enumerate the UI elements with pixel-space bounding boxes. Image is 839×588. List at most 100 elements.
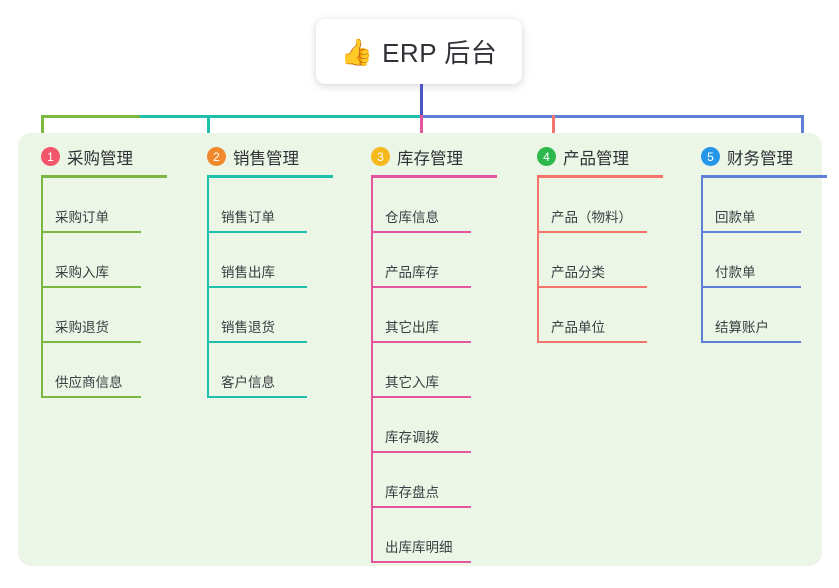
list-item-label: 其它出库 [385,320,439,335]
list-item-rule [701,286,801,288]
list-item-rule [371,341,471,343]
drop-inventory [420,115,423,146]
list-item-label: 出库库明细 [385,540,453,555]
list-item[interactable]: 采购订单 [22,178,190,233]
list-item[interactable]: 回款单 [682,178,822,233]
list-item[interactable]: 产品（物料） [518,178,690,233]
list-item[interactable]: 销售订单 [188,178,356,233]
list-item-rule [701,231,801,233]
list-item-rule [41,341,141,343]
column-header-3[interactable]: 3 库存管理 [352,143,524,170]
list-item-label: 产品分类 [551,265,605,280]
column-2: 2 销售管理销售订单销售出库销售退货客户信息 [188,143,356,398]
column-1: 1 采购管理采购订单采购入库采购退货供应商信息 [22,143,190,398]
list-item[interactable]: 销售出库 [188,233,356,288]
drop-finance [801,115,804,146]
list-item-rule [537,341,647,343]
list-item-rule [701,341,801,343]
column-spine-connector [41,178,43,398]
column-items: 回款单付款单结算账户 [682,178,822,343]
list-item-rule [41,286,141,288]
list-item-rule [207,286,307,288]
list-item-label: 产品单位 [551,320,605,335]
list-item-rule [371,396,471,398]
list-item-rule [41,231,141,233]
column-badge-icon: 5 [701,147,720,166]
list-item-label: 库存盘点 [385,485,439,500]
list-item-rule [207,341,307,343]
drop-sales [207,115,210,146]
column-badge-icon: 1 [41,147,60,166]
list-item[interactable]: 采购退货 [22,288,190,343]
list-item[interactable]: 供应商信息 [22,343,190,398]
list-item-rule [371,561,471,563]
column-4: 4 产品管理产品（物料） 产品分类产品单位 [518,143,690,343]
list-item-label: 其它入库 [385,375,439,390]
column-badge-icon: 2 [207,147,226,166]
list-item-rule [371,506,471,508]
list-item[interactable]: 销售退货 [188,288,356,343]
root-node[interactable]: 👍 ERP 后台 [316,19,522,84]
column-title: 产品管理 [563,149,629,168]
list-item-label: 库存调拨 [385,430,439,445]
column-header-4[interactable]: 4 产品管理 [518,143,690,170]
list-item-rule [207,396,307,398]
column-header-2[interactable]: 2 销售管理 [188,143,356,170]
column-3: 3 库存管理仓库信息产品库存其它出库其它入库库存调拨库存盘点出库库明细 [352,143,524,563]
list-item[interactable]: 出库库明细 [352,508,524,563]
list-item-label: 采购退货 [55,320,109,335]
column-items: 产品（物料） 产品分类产品单位 [518,178,690,343]
root-title: ERP 后台 [382,38,498,68]
list-item-label: 供应商信息 [55,375,123,390]
list-item-label: 采购入库 [55,265,109,280]
list-item[interactable]: 产品单位 [518,288,690,343]
list-item-label: 销售订单 [221,210,275,225]
list-item-label: 采购订单 [55,210,109,225]
column-title: 库存管理 [397,149,463,168]
list-item-label: 产品（物料） [551,210,632,225]
column-spine-connector [371,178,373,563]
diagram-panel [18,133,822,566]
list-item[interactable]: 仓库信息 [352,178,524,233]
list-item[interactable]: 库存盘点 [352,453,524,508]
list-item-label: 产品库存 [385,265,439,280]
list-item-label: 付款单 [715,265,756,280]
column-badge-icon: 4 [537,147,556,166]
bus-segment-green [41,115,141,118]
list-item-label: 客户信息 [221,375,275,390]
thumbs-up-icon: 👍 [340,36,374,67]
list-item-label: 回款单 [715,210,756,225]
column-header-rule [207,175,333,178]
list-item[interactable]: 其它出库 [352,288,524,343]
list-item[interactable]: 产品分类 [518,233,690,288]
list-item[interactable]: 其它入库 [352,343,524,398]
list-item-label: 销售退货 [221,320,275,335]
list-item-rule [207,231,307,233]
list-item-label: 结算账户 [715,320,769,335]
list-item[interactable]: 产品库存 [352,233,524,288]
column-items: 销售订单销售出库销售退货客户信息 [188,178,356,398]
list-item-rule [371,451,471,453]
column-header-1[interactable]: 1 采购管理 [22,143,190,170]
column-badge-icon: 3 [371,147,390,166]
column-items: 采购订单采购入库采购退货供应商信息 [22,178,190,398]
list-item-rule [537,231,647,233]
list-item[interactable]: 付款单 [682,233,822,288]
list-item[interactable]: 结算账户 [682,288,822,343]
column-header-rule [41,175,167,178]
column-title: 销售管理 [233,149,299,168]
list-item[interactable]: 采购入库 [22,233,190,288]
list-item[interactable]: 库存调拨 [352,398,524,453]
list-item[interactable]: 客户信息 [188,343,356,398]
list-item-rule [41,396,141,398]
column-items: 仓库信息产品库存其它出库其它入库库存调拨库存盘点出库库明细 [352,178,524,563]
column-spine-connector [537,178,539,343]
list-item-rule [537,286,647,288]
column-header-rule [371,175,497,178]
list-item-label: 销售出库 [221,265,275,280]
column-title: 采购管理 [67,149,133,168]
column-header-rule [537,175,663,178]
column-spine-connector [701,178,703,343]
